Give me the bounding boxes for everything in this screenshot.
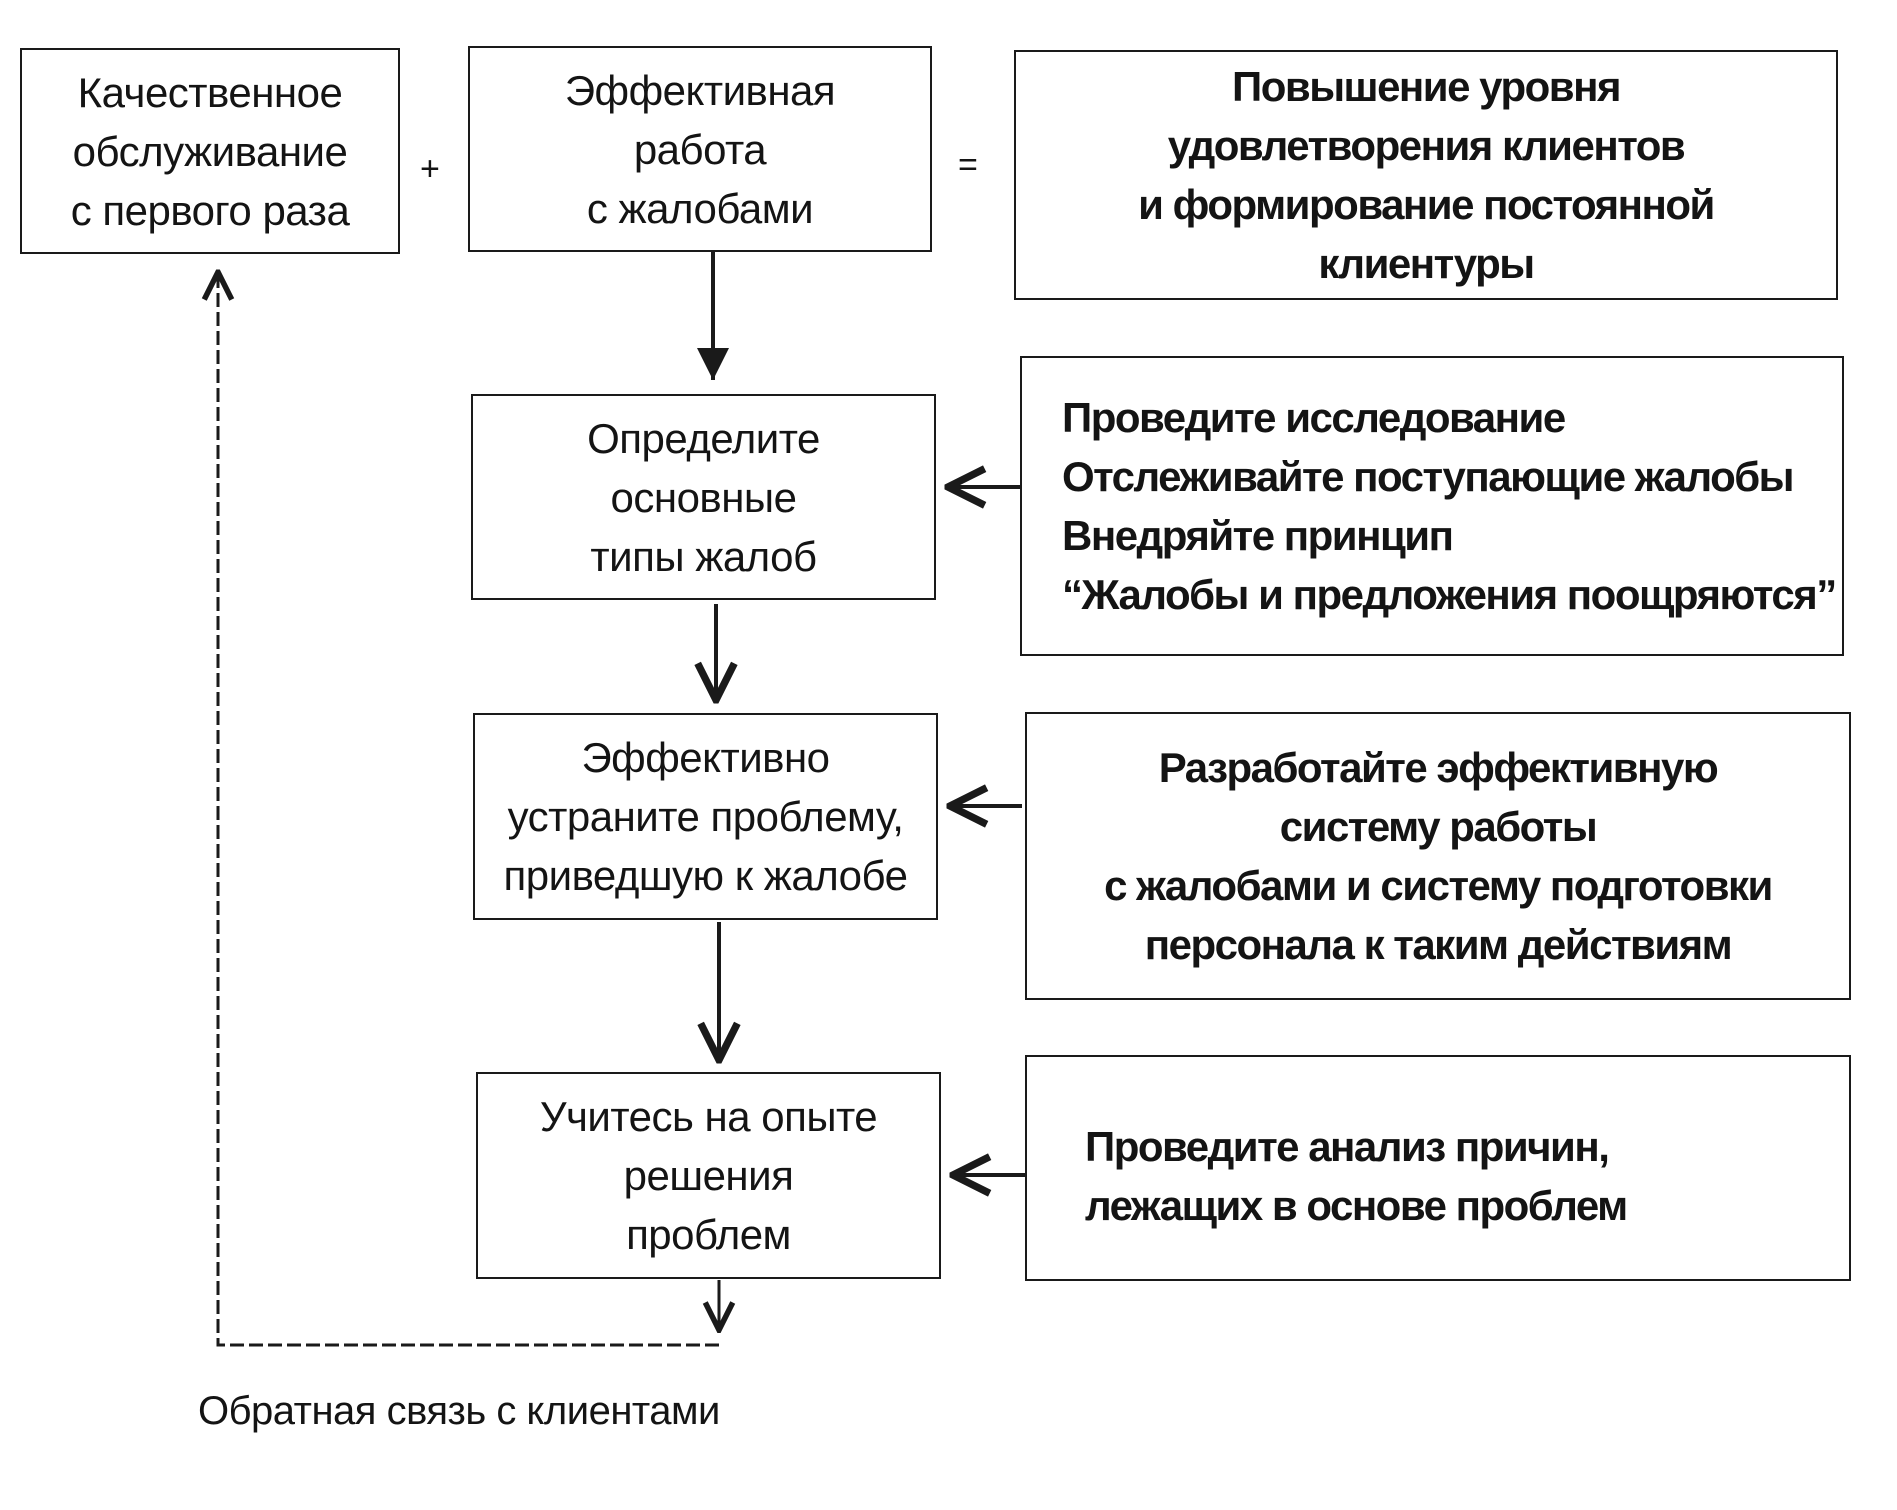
step-2-line-3: приведшую к жалобе [503, 852, 909, 899]
action-3-line-2: лежащих в основе проблем [1085, 1182, 1628, 1229]
result-line-3: и формирование постоянной [1138, 181, 1715, 228]
step-3-line-3: проблем [626, 1211, 791, 1258]
result-line-2: удовлетворения клиентов [1167, 122, 1686, 169]
quality-service-box: Качественное обслуживание с первого раза [20, 48, 400, 254]
result-box: Повышение уровня удовлетворения клиентов… [1014, 50, 1838, 300]
quality-service-line-1: Качественное [77, 68, 343, 116]
action-1-line-1: Проведите исследование [1062, 394, 1566, 441]
action-3-line-1: Проведите анализ причин, [1085, 1123, 1610, 1170]
result-line-1: Повышение уровня [1232, 63, 1621, 110]
action-1-line-4: “Жалобы и предложения поощряются” [1062, 571, 1837, 618]
step-3-line-1: Учитесь на опыте [539, 1093, 878, 1140]
action-2-line-2: систему работы [1279, 803, 1598, 850]
action-1-line-3: Внедряйте принцип [1062, 512, 1454, 559]
action-2-line-1: Разработайте эффективную [1158, 744, 1719, 791]
step-fix-problem: Эффективно устраните проблему, приведшую… [473, 713, 938, 920]
quality-service-line-3: с первого раза [70, 186, 350, 234]
result-line-4: клиентуры [1318, 240, 1535, 287]
action-1-line-2: Отслеживайте поступающие жалобы [1062, 453, 1795, 500]
step-1-line-3: типы жалоб [590, 532, 817, 580]
step-learn-from-experience: Учитесь на опыте решения проблем [476, 1072, 941, 1279]
quality-service-line-2: обслуживание [72, 127, 348, 175]
step-1-line-1: Определите [587, 414, 820, 462]
step-3-line-2: решения [623, 1152, 794, 1199]
step-identify-complaint-types: Определите основные типы жалоб [471, 394, 936, 600]
step-2-line-1: Эффективно [581, 734, 830, 781]
step-2-line-2: устраните проблему, [507, 793, 904, 840]
step-1-line-2: основные [610, 473, 797, 521]
feedback-loop-label: Обратная связь с клиентами [198, 1389, 720, 1433]
effective-work-line-1: Эффективная [564, 66, 836, 114]
plus-sign: + [420, 150, 440, 188]
effective-work-box: Эффективная работа с жалобами [468, 46, 932, 252]
effective-work-line-2: работа [633, 125, 767, 173]
action-2-line-4: персонала к таким действиям [1144, 921, 1733, 968]
equals-sign: = [958, 146, 978, 184]
action-research-box: Проведите исследование Отслеживайте пост… [1020, 356, 1844, 656]
effective-work-line-3: с жалобами [586, 184, 814, 232]
action-system-box: Разработайте эффективную систему работы … [1025, 712, 1851, 1000]
action-2-line-3: с жалобами и систему подготовки [1104, 862, 1773, 909]
action-analysis-box: Проведите анализ причин, лежащих в основ… [1025, 1055, 1851, 1281]
feedback-loop-dashed [218, 272, 719, 1347]
